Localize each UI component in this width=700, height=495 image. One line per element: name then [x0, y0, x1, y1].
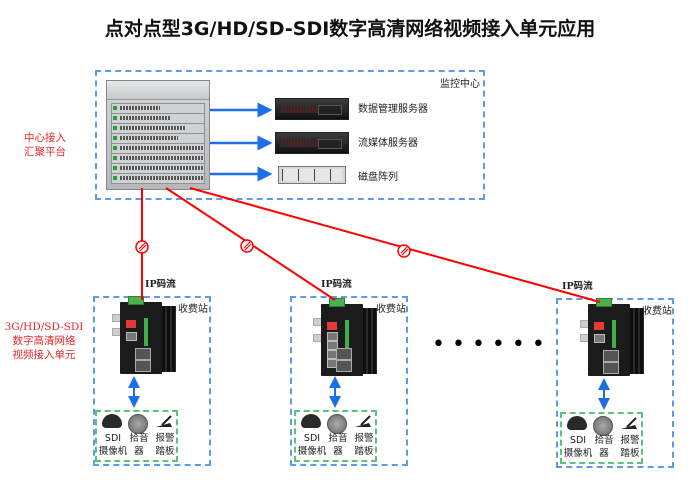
ethernet-port: [603, 350, 619, 362]
peripheral-label: 拾音器: [589, 434, 619, 460]
station-label: 收费站: [642, 306, 672, 317]
network-break-icon: [138, 242, 147, 252]
core-switch-chassis: [106, 80, 210, 190]
ip-stream-label: IP码流: [562, 280, 593, 292]
streaming-media-server: [275, 132, 349, 154]
unit-label-line: 3G/HD/SD-SDI: [4, 321, 84, 333]
peripheral-group: [95, 410, 178, 462]
microphone-icon: [593, 416, 613, 436]
peripheral-group: [294, 410, 377, 462]
chassis-power-module: [107, 81, 209, 100]
network-break-icon: [400, 246, 409, 256]
ip-link: [189, 187, 601, 303]
data-management-server: [275, 98, 349, 120]
terminal-block: [128, 296, 144, 305]
camera-icon: [102, 414, 122, 428]
line-card: [111, 173, 205, 184]
station-box: [93, 296, 211, 466]
peripheral-label-line: 摄像机: [297, 446, 327, 457]
peripheral-label-line: 摄像机: [563, 448, 593, 459]
unit-label-line: 视频接入单元: [12, 349, 76, 361]
peripheral-label-line: 拾音: [594, 435, 614, 446]
peripheral-label-line: 器: [599, 448, 609, 459]
camera-icon: [301, 414, 321, 428]
network-break-icon: [135, 240, 149, 254]
peripheral-label-line: 拾音: [129, 433, 149, 444]
ethernet-port: [603, 362, 619, 374]
terminal-block: [596, 298, 612, 307]
ip-stream-label: IP码流: [321, 278, 352, 290]
microphone-icon: [327, 414, 347, 434]
station-label: 收费站: [178, 304, 208, 315]
peripheral-label-line: 报警: [354, 433, 374, 444]
monitoring-center-box: [95, 70, 485, 200]
ip-stream-label: IP码流: [145, 278, 176, 290]
alarm-pedal-icon: [353, 414, 373, 428]
peripheral-label: SDI 摄像机: [297, 432, 327, 458]
station-label: 收费站: [376, 304, 406, 315]
peripheral-label-line: 踏板: [155, 446, 175, 457]
alarm-pedal-icon: [619, 416, 639, 430]
station-box: [556, 298, 674, 468]
peripheral-label: 报警踏板: [150, 432, 180, 458]
peripheral-label: SDI 摄像机: [98, 432, 128, 458]
peripheral-label-line: SDI: [569, 435, 587, 446]
peripheral-label: 报警踏板: [615, 434, 645, 460]
peripheral-label: 报警踏板: [349, 432, 379, 458]
network-break-icon: [397, 244, 411, 258]
network-break-icon: [243, 241, 252, 251]
hub-label: 中心接入 汇聚平台: [10, 131, 80, 159]
peripheral-label-line: 报警: [620, 435, 640, 446]
peripheral-label-line: 器: [134, 446, 144, 457]
peripheral-label-line: 踏板: [620, 448, 640, 459]
server-label: 流媒体服务器: [358, 138, 418, 149]
diagram-title: 点对点型3G/HD/SD-SDI数字高清网络视频接入单元应用: [104, 18, 596, 40]
peripheral-label: 拾音器: [323, 432, 353, 458]
server-label: 磁盘阵列: [358, 172, 398, 183]
peripheral-label: 拾音器: [124, 432, 154, 458]
peripheral-label-line: 报警: [155, 433, 175, 444]
monitoring-center-label: 监控中心: [440, 79, 480, 90]
peripheral-group: [560, 412, 643, 464]
hub-label-line: 汇聚平台: [24, 146, 66, 158]
unit-label: 3G/HD/SD-SDI 数字高清网络 视频接入单元: [2, 320, 86, 362]
microphone-icon: [128, 414, 148, 434]
ethernet-port: [336, 360, 352, 372]
network-break-icon: [240, 239, 254, 253]
peripheral-label: SDI 摄像机: [563, 434, 593, 460]
peripheral-label-line: SDI: [303, 433, 321, 444]
peripheral-label-line: 踏板: [354, 446, 374, 457]
disk-array: [278, 166, 346, 184]
ethernet-port: [135, 348, 151, 360]
peripheral-label-line: 拾音: [328, 433, 348, 444]
ethernet-port: [336, 348, 352, 360]
peripheral-label-line: 摄像机: [98, 446, 128, 457]
ethernet-port: [135, 360, 151, 372]
alarm-pedal-icon: [154, 414, 174, 428]
more-stations-ellipsis: ••••••: [432, 332, 552, 357]
camera-icon: [567, 416, 587, 430]
terminal-block: [329, 298, 345, 307]
station-box: [290, 296, 408, 466]
peripheral-label-line: 器: [333, 446, 343, 457]
hub-label-line: 中心接入: [24, 132, 66, 144]
unit-label-line: 数字高清网络: [12, 335, 76, 347]
peripheral-label-line: SDI: [104, 433, 122, 444]
server-label: 数据管理服务器: [358, 104, 428, 115]
